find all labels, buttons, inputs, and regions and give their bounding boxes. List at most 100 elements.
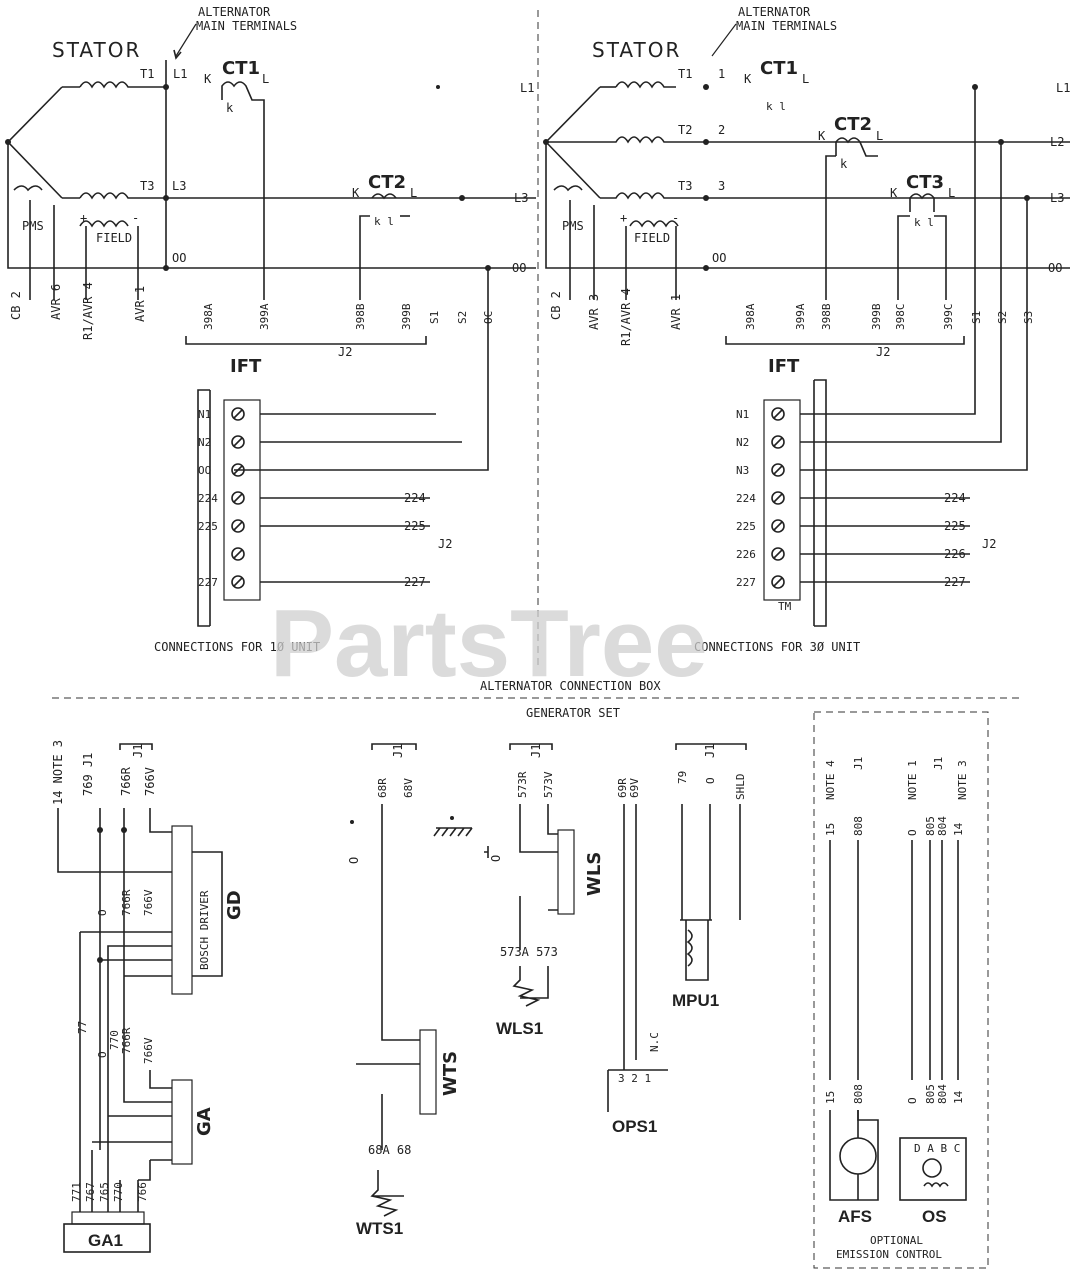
right-caption: CONNECTIONS FOR 3Ø UNIT	[694, 640, 860, 654]
os-pin-labels: D A B C	[914, 1142, 960, 1155]
ga1-wire-765: 765	[98, 1182, 111, 1202]
right-ift-row-label: N1	[736, 408, 749, 421]
mpu-shld-label: SHLD	[734, 774, 747, 801]
left-ift-screw-terminal	[231, 575, 245, 589]
wts-j1-bracket	[371, 743, 417, 750]
left-ct1-l: L	[262, 72, 269, 86]
wls-j1-bracket	[509, 743, 553, 750]
right-t2-winding	[600, 136, 1070, 144]
left-pointer-arrow	[175, 23, 197, 57]
wts-68r-label: 68R	[376, 778, 389, 798]
bottom-connectors: 14 NOTE 3 769 J1 766R 766V J1 BOSCH DRIV…	[51, 711, 989, 1269]
wts-68v-label: 68V	[402, 778, 415, 798]
left-ift-screw-terminal	[231, 407, 245, 421]
left-ift-label: IFT	[230, 356, 262, 377]
right-field-coil	[629, 220, 679, 228]
right-ift-row-label: 225	[736, 520, 756, 533]
ga1-wires	[79, 1150, 151, 1212]
right-398a-label: 398A	[744, 303, 757, 330]
left-single-phase-schematic: STATOR ALTERNATOR MAIN TERMINALS T1 L1 T…	[5, 5, 536, 654]
right-399c-label: 399C	[942, 304, 955, 331]
wls-j1-label: J1	[529, 744, 543, 758]
left-main-terminals-label: MAIN TERMINALS	[196, 19, 297, 33]
ga-766r-label: 766R	[119, 766, 133, 796]
right-ct2-k: K	[818, 129, 826, 143]
left-t1-label: T1	[140, 67, 154, 81]
os-o-top: O	[906, 829, 919, 836]
right-ct2-k-small: k	[840, 157, 848, 171]
wls1-sensor-symbol	[512, 966, 549, 1007]
right-ift-screw-terminal	[771, 519, 785, 533]
left-ift-row-label: 227	[198, 576, 218, 589]
alternator-connection-box-label: ALTERNATOR CONNECTION BOX	[480, 679, 661, 693]
optional-label: OPTIONAL	[870, 1234, 923, 1247]
right-ift-wire-label: 224	[944, 491, 966, 505]
right-t1-label: T1	[678, 67, 692, 81]
gd-j1-label: J1	[131, 744, 145, 758]
trademark-mark: TM	[778, 600, 792, 613]
left-ift-row-label: N2	[198, 436, 211, 449]
ga1-wire-766: 766	[136, 1182, 149, 1202]
left-pms-coil	[13, 185, 43, 192]
gd-connector-block	[171, 825, 193, 995]
mpu-pickup-symbol	[680, 919, 712, 981]
wls-label: WLS	[584, 852, 605, 896]
generator-set-label: GENERATOR SET	[526, 706, 620, 720]
afs-15-top: 15	[824, 823, 837, 836]
right-398b-label: 398B	[820, 303, 833, 330]
ga-wires	[92, 990, 172, 1161]
right-t1-node	[703, 84, 709, 90]
right-398c-label: 398C	[894, 304, 907, 331]
left-l3-tap-node	[459, 195, 465, 201]
left-ct2-coil	[371, 193, 397, 200]
right-ift-wire-label: 225	[944, 519, 966, 533]
left-ift-row-label: N1	[198, 408, 211, 421]
wts-dot	[350, 820, 354, 824]
right-ift-screw-slot	[773, 437, 783, 447]
left-l1-label: L1	[173, 67, 187, 81]
left-398a-label: 398A	[202, 303, 215, 330]
right-ift-screw-terminal	[771, 491, 785, 505]
gd-input-wires	[57, 808, 172, 1150]
right-field-leads	[625, 226, 677, 300]
wls-o-lead	[484, 846, 489, 858]
right-ift-wire	[800, 497, 970, 583]
afs-sensor-circle	[839, 1137, 877, 1175]
right-cb2-label: CB 2	[549, 291, 563, 320]
left-right-l1: L1	[520, 81, 534, 95]
right-ct1-l: L	[802, 72, 809, 86]
note3-label: 14 NOTE 3	[51, 740, 65, 805]
ga-769-label: 769 J1	[81, 753, 95, 796]
right-ift-screw-slot	[773, 493, 783, 503]
os-804-bottom: 804	[936, 1084, 949, 1104]
left-ift-row-label: OO	[198, 464, 211, 477]
right-j2-bracket	[725, 336, 965, 345]
right-t3-label: T3	[678, 179, 692, 193]
right-ift-row-label: 227	[736, 576, 756, 589]
right-ift-block	[813, 379, 827, 627]
right-ift-screw-slot	[773, 549, 783, 559]
left-ift-screw-slot	[233, 549, 243, 559]
right-ct2-label: CT2	[834, 114, 872, 135]
right-ift-wire-label: 227	[944, 575, 966, 589]
left-right-oo: OO	[512, 261, 526, 275]
right-s-leads	[974, 87, 1028, 300]
ga-wire-77: 77	[76, 1021, 89, 1034]
right-ct2-coil	[825, 137, 878, 300]
wts-wires	[356, 804, 420, 1150]
left-t3-winding	[79, 192, 536, 200]
right-l2-end: L2	[1050, 135, 1064, 149]
right-n-wires	[800, 300, 1028, 471]
right-ift-screw-terminal	[771, 463, 785, 477]
ground-dot	[450, 816, 454, 820]
os-805-top: 805	[924, 816, 937, 836]
left-alternator-label: ALTERNATOR	[198, 5, 271, 19]
wls1-label: WLS1	[496, 1019, 543, 1038]
right-ift-terminal-strip	[763, 399, 801, 601]
afs-j1-label: J1	[852, 757, 865, 770]
gd-wire-o: O	[96, 909, 109, 916]
right-ct3-l: L	[948, 186, 955, 200]
left-field-coil	[79, 220, 129, 228]
right-ct3-kl: k l	[914, 216, 934, 229]
wls-573v-label: 573V	[542, 771, 555, 798]
